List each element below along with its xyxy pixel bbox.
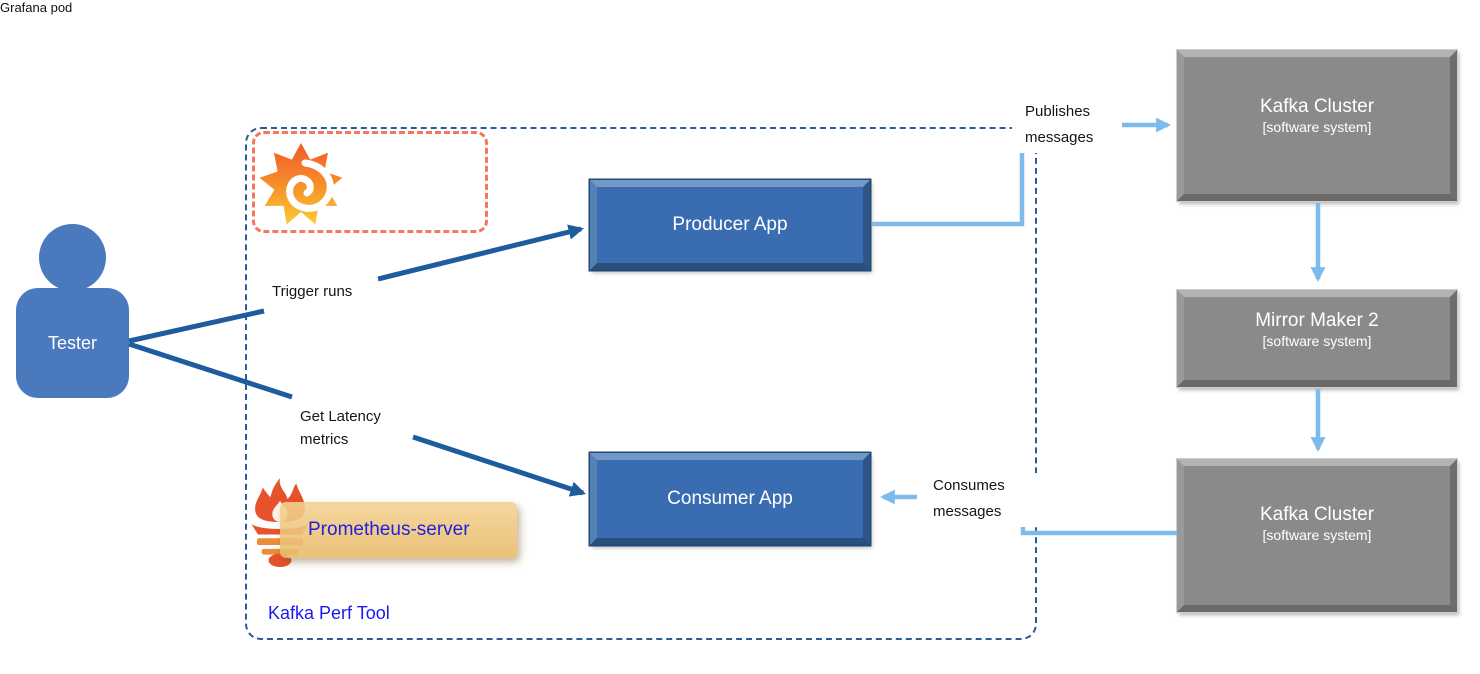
publishes-messages-label: Publishes messages: [1012, 99, 1114, 153]
kafka-cluster-top-subtitle: [software system]: [1262, 119, 1372, 135]
kafka-perf-tool-label: Kafka Perf Tool: [268, 603, 390, 623]
tester-node: Tester: [16, 288, 129, 398]
kafka-cluster-top-title: Kafka Cluster: [1259, 96, 1375, 117]
prometheus-server-label: Prometheus-server: [308, 519, 470, 540]
producer-app-node: Producer App: [590, 180, 870, 270]
producer-app-label: Producer App: [672, 214, 788, 235]
trigger-runs-label: Trigger runs: [272, 283, 353, 300]
mirror-maker-subtitle: [software system]: [1262, 333, 1372, 349]
tester-to-trigger-line: [128, 308, 265, 344]
mirror-maker-title: Mirror Maker 2: [1255, 310, 1379, 331]
kafka-cluster-bottom-node: Kafka Cluster [software system]: [1177, 459, 1457, 612]
consumes-messages-label: Consumes messages: [926, 473, 1042, 527]
consumer-app-node: Consumer App: [590, 453, 870, 545]
kafka-cluster-bottom-title: Kafka Cluster: [1259, 504, 1375, 525]
grafana-pod-container: [252, 131, 488, 233]
mirror-maker-node: Mirror Maker 2 [software system]: [1177, 290, 1457, 387]
grafana-icon: [259, 143, 343, 225]
consumer-app-label: Consumer App: [667, 488, 793, 509]
get-latency-metrics-label: Get Latency metrics: [300, 408, 381, 448]
kafka-out-elbow: [1020, 521, 1177, 536]
prometheus-server-node: Prometheus-server: [280, 502, 517, 558]
grafana-pod-label: Grafana pod: [0, 0, 73, 15]
kafka-cluster-top-node: Kafka Cluster [software system]: [1177, 50, 1457, 201]
person-icon: [39, 224, 106, 291]
kafka-cluster-bottom-subtitle: [software system]: [1262, 527, 1372, 543]
tester-label: Tester: [47, 332, 98, 353]
